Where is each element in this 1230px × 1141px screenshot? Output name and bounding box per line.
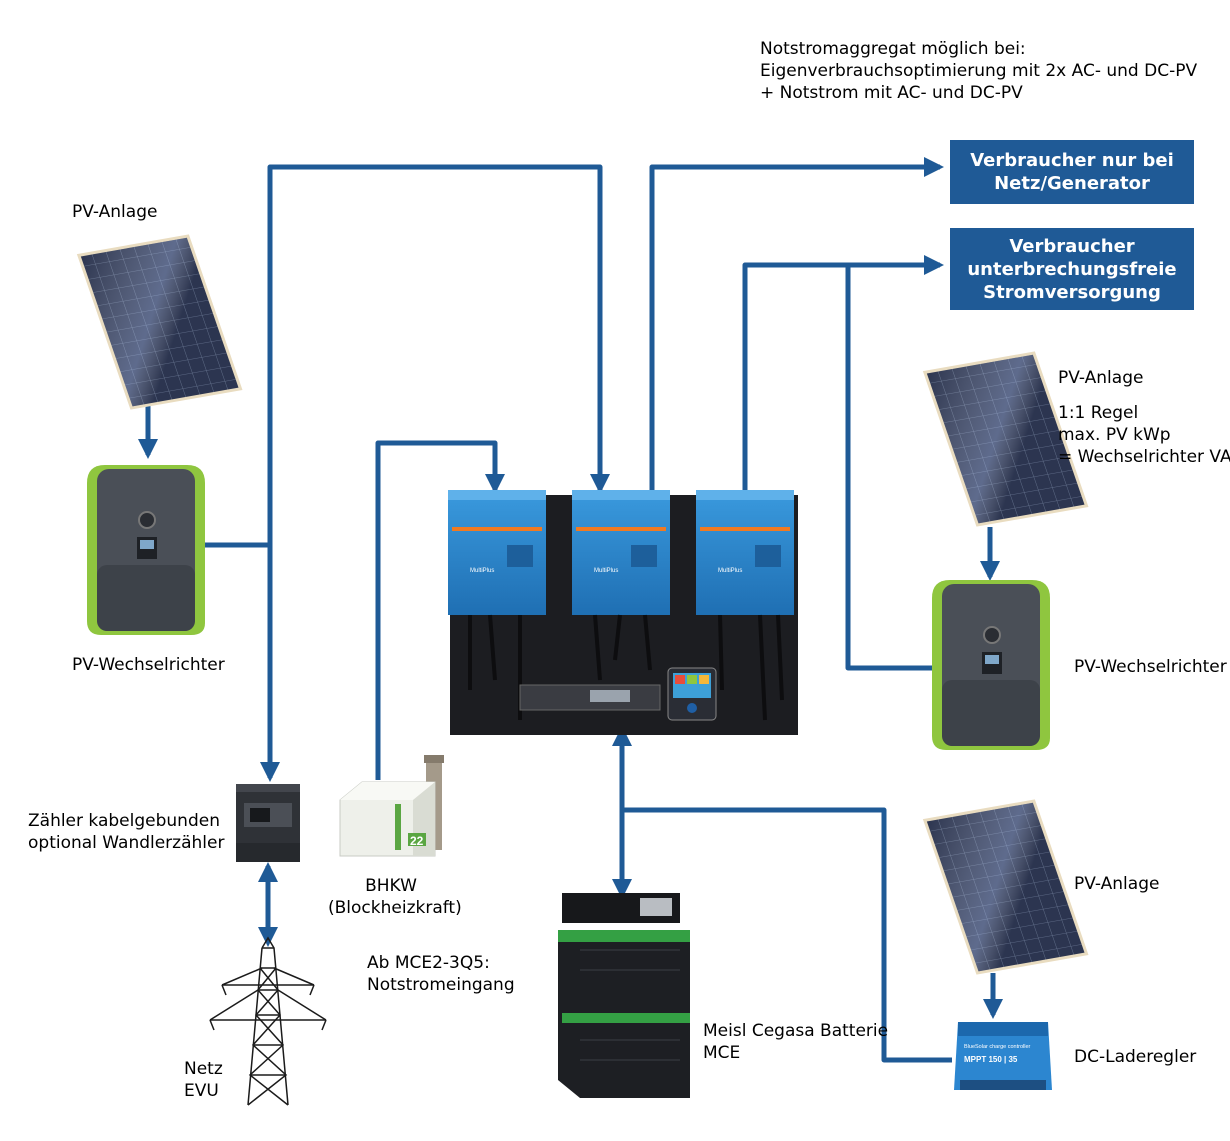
grid-line-1: Netz <box>184 1059 223 1079</box>
ups-loads-line-1: Verbraucher <box>1009 235 1135 257</box>
transmission-tower-icon <box>209 936 327 1106</box>
line-right-inverter-to-ups <box>845 265 932 671</box>
right-pv-inverter-label: PV-Wechselrichter <box>1074 657 1227 677</box>
ups-loads-line-3: Stromversorgung <box>983 281 1161 303</box>
chp-line-2: (Blockheizkraft) <box>328 898 462 918</box>
multiplus-inverter-2 <box>572 490 670 615</box>
right-pv-rule: 1:1 Regel max. PV kWp = Wechselrichter V… <box>1058 402 1230 468</box>
multiplus-label: MultiPlus <box>470 568 494 574</box>
left-pv-panel-label: PV-Anlage <box>72 202 158 222</box>
chp-note-line-2: Notstromeingang <box>367 975 515 995</box>
multiplus-inverter-3 <box>696 490 794 615</box>
solar-panel-icon <box>922 799 1089 975</box>
ups-loads-line-2: unterbrechungsfreie <box>967 258 1177 280</box>
grid-line-2: EVU <box>184 1081 219 1101</box>
pv-inverter-icon <box>932 580 1050 750</box>
connection-lines <box>138 157 1003 1063</box>
battery-line-1: Meisl Cegasa Batterie <box>703 1021 889 1041</box>
right-pv-panel-label: PV-Anlage <box>1058 368 1144 388</box>
meter-line-2: optional Wandlerzähler <box>28 833 225 853</box>
rule-line-3: = Wechselrichter VA <box>1058 447 1230 467</box>
chp-label: BHKW (Blockheizkraft) <box>328 875 462 919</box>
grid-only-loads-line-1: Verbraucher nur bei <box>970 150 1174 171</box>
dc-charge-controller-icon <box>954 1022 1052 1090</box>
grid-label: Netz EVU <box>184 1058 223 1102</box>
meter-line-1: Zähler kabelgebunden <box>28 811 220 831</box>
battery-line-2: MCE <box>703 1043 741 1063</box>
dc-pv-panel-label: PV-Anlage <box>1074 874 1160 894</box>
ups-loads-box: Verbraucher unterbrechungsfreie Stromver… <box>950 228 1194 310</box>
solar-panel-icon <box>922 351 1089 527</box>
chp-line-1: BHKW <box>365 876 417 896</box>
dc-controller-label: BlueSolar charge controller <box>964 1044 1031 1050</box>
battery-label: Meisl Cegasa Batterie MCE <box>703 1020 888 1064</box>
solar-panel-icon <box>76 234 243 410</box>
line-to-ups-loads <box>742 255 944 490</box>
line-dc-charger <box>622 807 952 1063</box>
grid-only-loads-line-2: Netz/Generator <box>994 173 1150 194</box>
note-line-2: Eigenverbrauchsoptimierung mit 2x AC- un… <box>760 61 1198 81</box>
note-line-3: + Notstrom mit AC- und DC-PV <box>760 83 1023 103</box>
multiplus-inverter-1 <box>448 490 546 615</box>
chp-badge: 22 <box>410 834 424 848</box>
left-pv-inverter-label: PV-Wechselrichter <box>72 655 225 675</box>
pv-inverter-icon <box>87 465 205 635</box>
energy-meter-icon <box>236 784 300 862</box>
dc-charger-label: DC-Laderegler <box>1074 1047 1197 1067</box>
chp-emergency-input-note: Ab MCE2-3Q5: Notstromeingang <box>367 952 515 996</box>
battery-stack-icon <box>558 893 690 1098</box>
grid-only-loads-box: Verbraucher nur bei Netz/Generator <box>950 140 1194 204</box>
central-inverter-system <box>448 490 798 735</box>
chp-unit-icon <box>339 755 444 857</box>
chp-note-line-1: Ab MCE2-3Q5: <box>367 953 490 973</box>
dc-controller-model: MPPT 150 | 35 <box>964 1055 1018 1064</box>
emergency-generator-note: Notstromaggregat möglich bei: Eigenverbr… <box>760 38 1197 104</box>
rule-line-2: max. PV kWp <box>1058 425 1171 445</box>
line-to-grid-only-loads <box>649 157 944 490</box>
meter-label: Zähler kabelgebunden optional Wandlerzäh… <box>28 810 224 854</box>
multiplus-label: MultiPlus <box>594 568 618 574</box>
rule-line-1: 1:1 Regel <box>1058 403 1139 423</box>
note-line-1: Notstromaggregat möglich bei: <box>760 39 1026 59</box>
line-bus-to-inverter2 <box>267 164 610 545</box>
multiplus-label: MultiPlus <box>718 568 742 574</box>
line-chp-to-inverter1 <box>375 440 505 780</box>
